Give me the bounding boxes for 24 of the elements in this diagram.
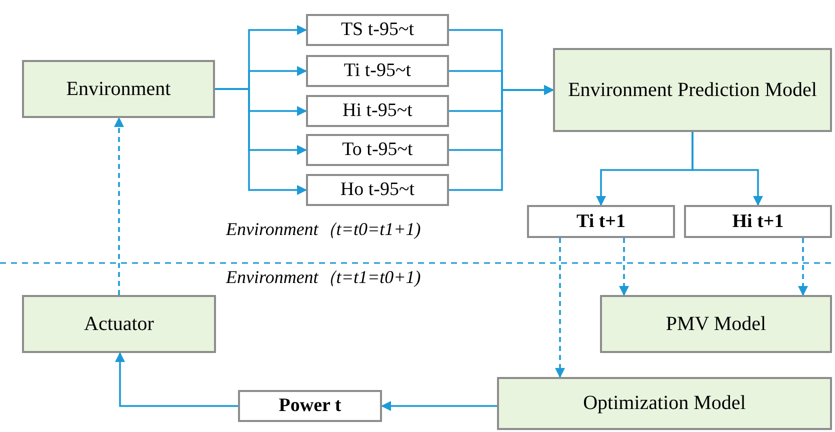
data-box: Ho t-95~t: [306, 174, 449, 206]
arrow: [115, 352, 238, 407]
data-box: Ti t-95~t: [306, 55, 449, 87]
dashed-arrow: [798, 238, 808, 296]
arrow: [215, 88, 307, 195]
data-box: Hi t-95~t: [306, 95, 449, 127]
note-text: Environment（t=t0=t1+1): [226, 220, 421, 238]
arrow: [692, 132, 763, 206]
process-box: Actuator: [22, 295, 216, 353]
output-box: Power t: [238, 390, 382, 422]
dashed-arrow: [114, 117, 124, 295]
output-box: Ti t+1: [527, 205, 675, 238]
process-box: Optimization Model: [497, 377, 832, 430]
data-box: To t-95~t: [306, 134, 449, 166]
process-box: Environment Prediction Model: [553, 48, 832, 132]
dashed-arrow: [619, 238, 629, 296]
arrow: [449, 85, 554, 191]
process-box: Environment: [22, 60, 215, 118]
output-box: Hi t+1: [684, 205, 832, 238]
data-box: TS t-95~t: [306, 14, 449, 46]
process-box: PMV Model: [600, 295, 832, 353]
note-text: Environment（t=t1=t0+1): [226, 268, 421, 286]
dashed-arrow: [555, 238, 565, 378]
arrow: [381, 401, 497, 411]
